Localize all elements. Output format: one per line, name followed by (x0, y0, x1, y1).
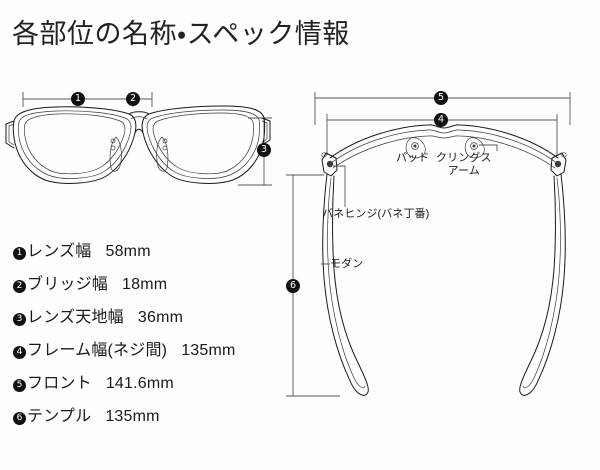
spec-value-lens-height: 36mm (137, 309, 184, 326)
spec-label-bridge-width: ブリッジ幅 (27, 276, 109, 293)
callout-label-pad: パッド (396, 152, 430, 164)
front-view-group (5, 92, 272, 186)
spec-value-bridge-width: 18mm (122, 276, 168, 293)
spring-hinge-right (550, 152, 567, 177)
spec-badge-1: 1 (13, 247, 26, 260)
spec-badge-5: 5 (13, 379, 26, 392)
callout-label-modern: モダン (330, 258, 364, 270)
spec-list: 1 レンズ幅 58mm 2 ブリッジ幅 18mm 3 レンズ天地幅 36mm 4… (13, 237, 313, 435)
spec-value-frame-width: 135mm (181, 342, 236, 359)
callout-label-klings-arm: クリングス アーム (436, 152, 492, 178)
spec-label-frame-width: フレーム幅(ネジ間) (27, 342, 168, 359)
spec-value-temple: 135mm (105, 408, 160, 425)
spec-badge-4: 4 (13, 346, 26, 359)
top-view-group (286, 92, 571, 397)
spec-row-bridge-width: 2 ブリッジ幅 18mm (13, 270, 313, 303)
callout-klings-line2: アーム (447, 165, 480, 177)
spec-label-lens-height: レンズ天地幅 (27, 309, 124, 326)
dimension-badge-2: 2 (126, 92, 140, 106)
spec-row-frame-width: 4 フレーム幅(ネジ間) 135mm (13, 336, 313, 369)
spec-badge-2: 2 (13, 280, 26, 293)
spec-label-lens-width: レンズ幅 (27, 243, 92, 260)
callout-klings-line1: クリングス (436, 152, 492, 164)
spec-badge-3: 3 (13, 313, 26, 326)
spring-hinge-left (321, 152, 338, 177)
spec-row-lens-width: 1 レンズ幅 58mm (13, 237, 313, 270)
dimension-badge-4: 4 (434, 113, 448, 127)
spec-row-lens-height: 3 レンズ天地幅 36mm (13, 303, 313, 336)
dimension-badge-3: 3 (257, 143, 271, 157)
spec-value-lens-width: 58mm (105, 243, 151, 260)
dimension-badge-5: 5 (434, 91, 448, 105)
callout-label-spring-hinge: バネヒンジ(バネ丁番) (322, 208, 430, 220)
spec-label-front: フロント (27, 375, 92, 392)
dimension-badge-6: 6 (286, 279, 300, 293)
dimension-badge-1: 1 (71, 92, 85, 106)
spec-label-temple: テンプル (27, 408, 92, 425)
spec-row-temple: 6 テンプル 135mm (13, 402, 313, 435)
page-title: 各部位の名称・スペック情報 (12, 19, 350, 49)
spec-badge-6: 6 (13, 412, 26, 425)
spec-row-front: 5 フロント 141.6mm (13, 369, 313, 402)
spec-value-front: 141.6mm (105, 375, 174, 392)
